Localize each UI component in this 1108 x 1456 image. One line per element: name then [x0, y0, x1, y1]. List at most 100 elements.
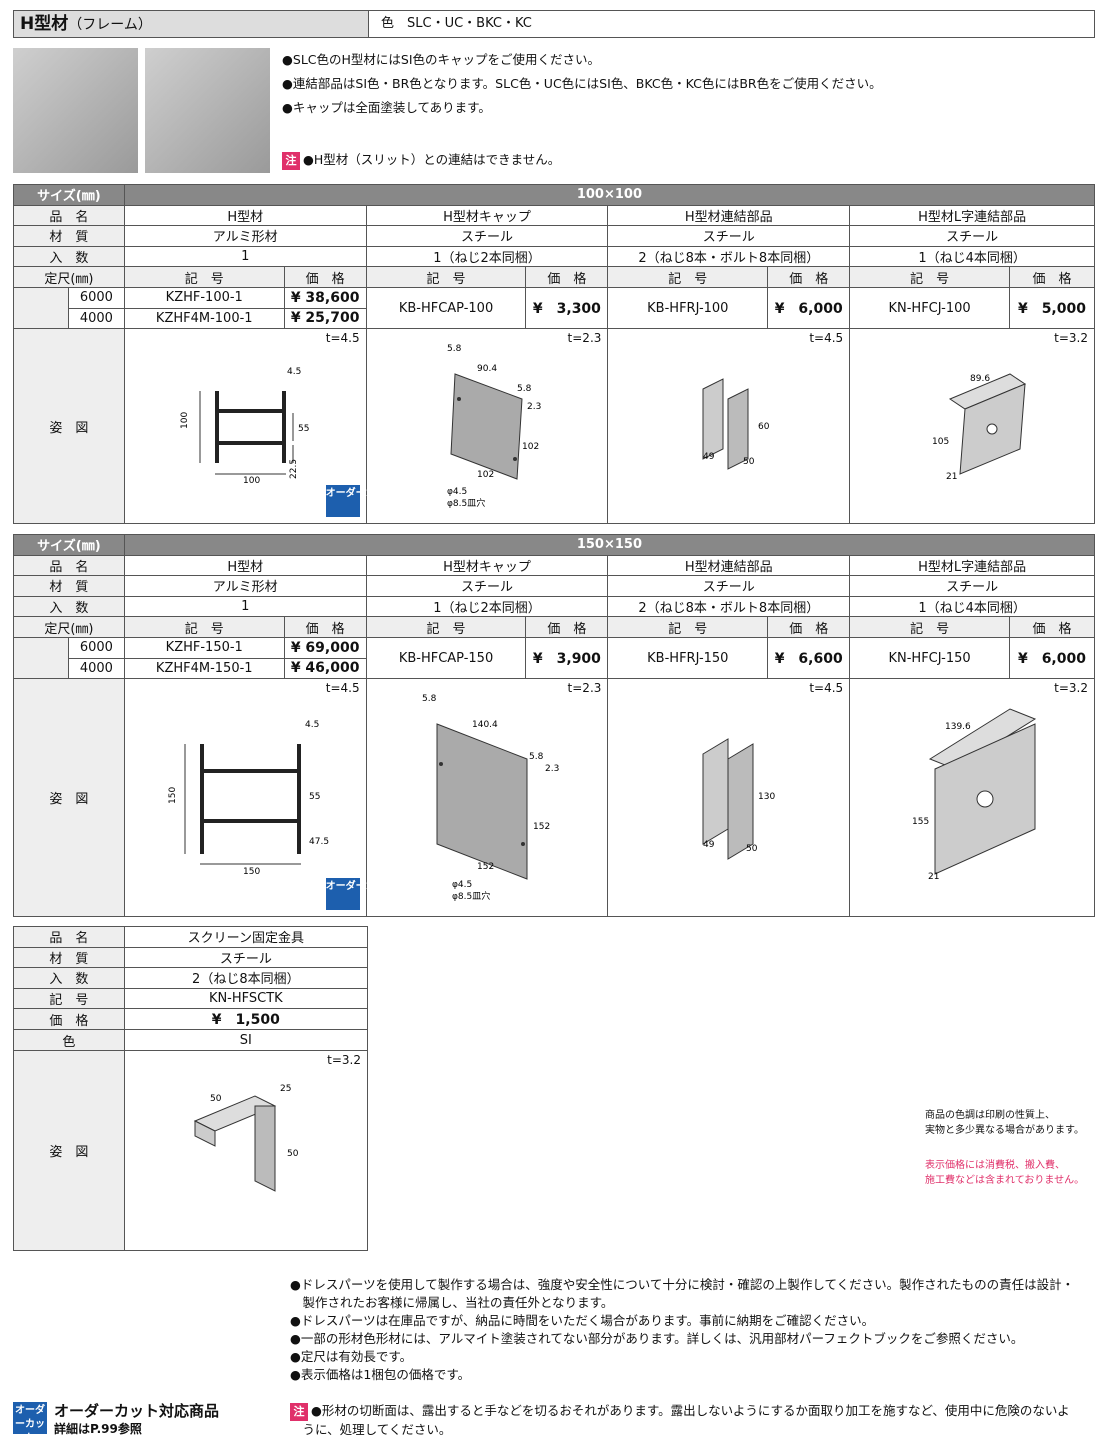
product-code: KZHF4M-150-1 [123, 657, 285, 680]
row-label: 価 格 [13, 1008, 125, 1031]
quantity: 2（ねじ8本同梱） [123, 967, 369, 989]
order-cut-badge: オーダーカット [325, 878, 396, 911]
notes: ●SLC色のH型材にはSI色のキャップをご使用ください。 ●連結部品はSI色・B… [282, 48, 882, 172]
caution-badge: 注 [290, 1403, 308, 1421]
caution-badge: 注 [282, 152, 300, 170]
product-code: KZHF-150-1 [123, 636, 285, 659]
col-label: 価 格 [283, 266, 367, 288]
length: 6000 [67, 286, 125, 309]
svg-text:5.8: 5.8 [447, 344, 462, 354]
svg-text:2.3: 2.3 [527, 402, 541, 412]
svg-text:55: 55 [298, 424, 309, 434]
row-label: 定尺(㎜) [13, 266, 125, 288]
material: スチール [365, 225, 609, 247]
svg-text:50: 50 [287, 1149, 299, 1159]
svg-text:4.5: 4.5 [287, 367, 301, 377]
col-label: 記 号 [365, 616, 527, 638]
svg-text:130: 130 [758, 792, 775, 802]
bottom-warning: 注●形材の切断面は、露出すると手などを切るおそれがあります。露出しないようにする… [290, 1403, 1070, 1437]
order-cut-badge: オーダーカット [325, 485, 396, 518]
col-label: 価 格 [283, 616, 367, 638]
svg-text:140.4: 140.4 [472, 720, 498, 730]
product-name: H型材キャップ [365, 554, 609, 577]
svg-text:139.6: 139.6 [945, 722, 971, 732]
material: スチール [365, 575, 609, 597]
price: ¥ 1,500 [123, 1008, 369, 1031]
col-label: 価 格 [767, 266, 851, 288]
length: 4000 [67, 307, 125, 330]
svg-text:22.5: 22.5 [289, 459, 299, 479]
product-photo-cap [145, 48, 270, 173]
svg-text:φ8.5皿穴: φ8.5皿穴 [447, 497, 485, 509]
product-name: H型材連結部品 [607, 204, 851, 227]
price: ¥ 5,000 [1008, 286, 1096, 330]
svg-text:2.3: 2.3 [545, 764, 559, 774]
order-cut-badge: オーダーカット [13, 1402, 47, 1444]
svg-text:φ4.5: φ4.5 [447, 487, 467, 497]
svg-text:155: 155 [912, 817, 929, 827]
material: スチール [607, 225, 851, 247]
svg-text:φ8.5皿穴: φ8.5皿穴 [452, 890, 490, 902]
col-label: 価 格 [525, 616, 609, 638]
svg-text:102: 102 [477, 470, 494, 480]
price: ¥ 46,000 [283, 657, 367, 680]
material: スチール [123, 946, 369, 969]
product-name: H型材連結部品 [607, 554, 851, 577]
product-code: KB-HFRJ-150 [607, 636, 769, 680]
product-photo-frame [13, 48, 138, 173]
material: スチール [607, 575, 851, 597]
price: ¥ 25,700 [283, 307, 367, 330]
svg-text:150: 150 [168, 787, 178, 804]
page-title: H型材（フレーム） [14, 11, 369, 37]
svg-text:5.8: 5.8 [517, 384, 532, 394]
product-code: KB-HFRJ-100 [607, 286, 769, 330]
quantity: 1（ねじ2本同梱） [365, 595, 609, 618]
product-code: KB-HFCAP-150 [365, 636, 527, 680]
svg-text:5.8: 5.8 [422, 694, 437, 704]
row-label: 色 [13, 1029, 125, 1051]
quantity: 1 [123, 595, 367, 618]
row-label: 材 質 [13, 225, 125, 247]
svg-text:150: 150 [243, 867, 260, 877]
note-2: ●連結部品はSI色・BR色となります。SLC色・UC色にはSI色、BKC色・KC… [282, 76, 882, 91]
price: ¥ 6,600 [767, 636, 851, 680]
product-name: H型材 [123, 554, 367, 577]
svg-text:47.5: 47.5 [309, 837, 329, 847]
side-note-price: 表示価格には消費税、搬入費、施工費などは含まれておりません。 [925, 1160, 1085, 1186]
col-label: 記 号 [849, 616, 1010, 638]
svg-text:4.5: 4.5 [305, 720, 319, 730]
order-cut-sub: 詳細はP.99参照 [54, 1422, 142, 1436]
price: ¥ 69,000 [283, 636, 367, 659]
side-note-color: 商品の色調は印刷の性質上、実物と多少異なる場合があります。 [925, 1110, 1084, 1136]
product-name: H型材キャップ [365, 204, 609, 227]
row-label: 記 号 [13, 987, 125, 1010]
quantity: 2（ねじ8本・ボルト8本同梱） [607, 595, 851, 618]
note-1: ●SLC色のH型材にはSI色のキャップをご使用ください。 [282, 52, 601, 67]
material: スチール [849, 575, 1095, 597]
svg-text:100: 100 [180, 412, 190, 429]
svg-text:21: 21 [946, 472, 957, 482]
row-label: 入 数 [13, 595, 125, 618]
product-name: H型材L字連結部品 [849, 204, 1095, 227]
material: スチール [849, 225, 1095, 247]
row-label: 材 質 [13, 946, 125, 969]
col-label: 記 号 [123, 616, 285, 638]
product-name: H型材 [123, 204, 367, 227]
row-label: 姿 図 [13, 678, 125, 918]
product-code: KB-HFCAP-100 [365, 286, 527, 330]
svg-text:25: 25 [280, 1084, 291, 1094]
length: 4000 [67, 657, 125, 680]
